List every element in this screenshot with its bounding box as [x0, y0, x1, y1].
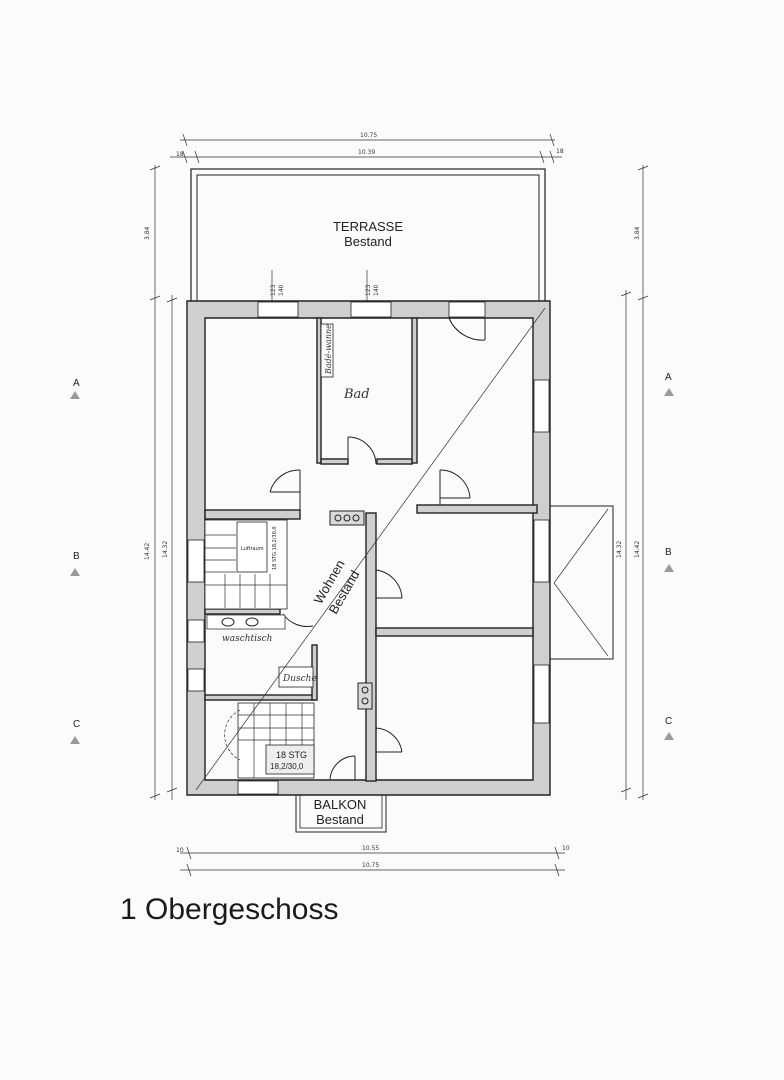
air-space-label: Luftraum — [241, 546, 264, 552]
dimension-bottom-left-offset: 10 — [176, 847, 184, 854]
axis-c-left-marker — [70, 736, 80, 744]
dimension-bottom-inner: 10.55 — [362, 845, 379, 852]
dimension-top-outer: 10.75 — [360, 132, 377, 139]
washbasin: waschtisch — [206, 614, 286, 644]
axis-a-left-label: A — [73, 378, 80, 389]
stairs-ratio-label: 18,2/30,0 — [270, 762, 304, 771]
bathtub-label: Badé-wanne — [324, 324, 333, 375]
stair-side-note: 18 STG 18,2/30,0 — [272, 526, 278, 570]
section-axis-markers: A A B B C C — [70, 372, 674, 744]
top-dimension-lines: 10.75 10.39 18 18 — [170, 132, 564, 164]
bathroom: Badé-wanne Bad — [320, 323, 370, 402]
window-b-dim-1: 123 — [365, 284, 372, 296]
axis-a-right-label: A — [665, 372, 672, 383]
window-a-dim-2: 140 — [278, 284, 285, 296]
building-walls — [186, 300, 551, 796]
terrace-label: TERRASSE — [333, 219, 403, 234]
right-dimension-lines: 3.84 14.42 14.32 — [616, 165, 649, 800]
dimension-top-right-offset: 18 — [556, 148, 564, 155]
shower-label: Dusche — [282, 674, 317, 684]
dimension-right-inner: 14.32 — [616, 541, 623, 558]
bottom-dimension-lines: 10.55 10 10 10.75 — [176, 845, 570, 877]
dimension-right-total: 14.42 — [634, 541, 641, 558]
terrace: TERRASSE Bestand — [190, 168, 546, 303]
dimension-bottom-outer: 10.75 — [362, 862, 379, 869]
side-bay — [549, 505, 614, 660]
doors — [269, 317, 486, 781]
window-a-dim-1: 123 — [270, 284, 277, 296]
dimension-left-total: 14.42 — [144, 543, 151, 560]
axis-c-left-label: C — [73, 719, 80, 730]
axis-b-left-marker — [70, 568, 80, 576]
washbasin-label: waschtisch — [222, 634, 272, 644]
axis-b-right-marker — [664, 564, 674, 572]
balcony-label: BALKON — [314, 797, 367, 812]
balcony-status: Bestand — [316, 812, 364, 827]
terrace-status: Bestand — [344, 234, 392, 249]
bath-label: Bad — [343, 387, 370, 402]
dimension-left-terrace: 3.84 — [144, 226, 151, 240]
axis-c-right-marker — [664, 732, 674, 740]
chimneys — [329, 510, 373, 710]
axis-a-left-marker — [70, 391, 80, 399]
bathtub-box — [320, 323, 334, 378]
window-dimensions: 123 140 123 140 — [270, 270, 380, 303]
page-title: 1 Obergeschoss — [120, 893, 339, 926]
dimension-bottom-right-offset: 10 — [562, 845, 570, 852]
balcony: BALKON Bestand — [295, 794, 387, 833]
lower-staircase: 18 STG 18,2/30,0 — [224, 702, 315, 779]
dimension-right-terrace: 3.84 — [634, 226, 641, 240]
interior-walls — [204, 317, 538, 782]
axis-b-left-label: B — [73, 551, 80, 562]
upper-staircase: Luftraum 18 STG 18,2/30,0 — [204, 519, 288, 610]
stairs-count-label: 18 STG — [276, 750, 307, 760]
window-b-dim-2: 140 — [373, 284, 380, 296]
axis-a-right-marker — [664, 388, 674, 396]
dimension-left-inner: 14.32 — [162, 541, 169, 558]
dimension-top-left-offset: 18 — [176, 151, 184, 158]
axis-c-right-label: C — [665, 716, 672, 727]
left-dimension-lines: 3.84 14.42 14.32 — [144, 165, 178, 800]
shower: Dusche — [278, 666, 317, 688]
axis-b-right-label: B — [665, 547, 672, 558]
dimension-top-inner: 10.39 — [358, 149, 375, 156]
